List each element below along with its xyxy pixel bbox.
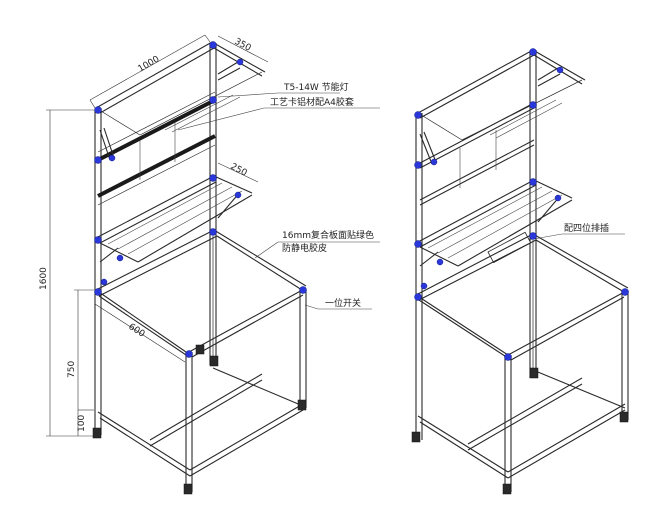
right-casters [411, 367, 629, 495]
dim-1600: 1600 [39, 267, 49, 290]
callout-board-line1: 16mm复合板面贴绿色 [282, 229, 374, 241]
left-joints [94, 41, 307, 358]
callout-switch: 一位开关 [325, 297, 361, 309]
callout-leaders [177, 92, 625, 310]
dim-600: 600 [126, 322, 146, 340]
switch-box [195, 344, 205, 355]
left-workbench-frame [94, 41, 307, 492]
right-joints [414, 48, 629, 361]
callout-socket: 配四位排插 [564, 222, 609, 234]
dim-350: 350 [233, 37, 253, 54]
dim-750: 750 [67, 361, 77, 378]
dim-1000: 1000 [137, 54, 162, 74]
callout-card-sleeve: 工艺卡铝材配A4胶套 [270, 96, 354, 108]
callout-lamp: T5-14W 节能灯 [283, 81, 349, 93]
dim-100: 100 [77, 415, 87, 432]
right-workbench-frame [415, 49, 629, 492]
left-casters [92, 355, 307, 495]
dimension-lines [46, 34, 269, 437]
callout-board-line2: 防静电胶皮 [282, 242, 327, 254]
